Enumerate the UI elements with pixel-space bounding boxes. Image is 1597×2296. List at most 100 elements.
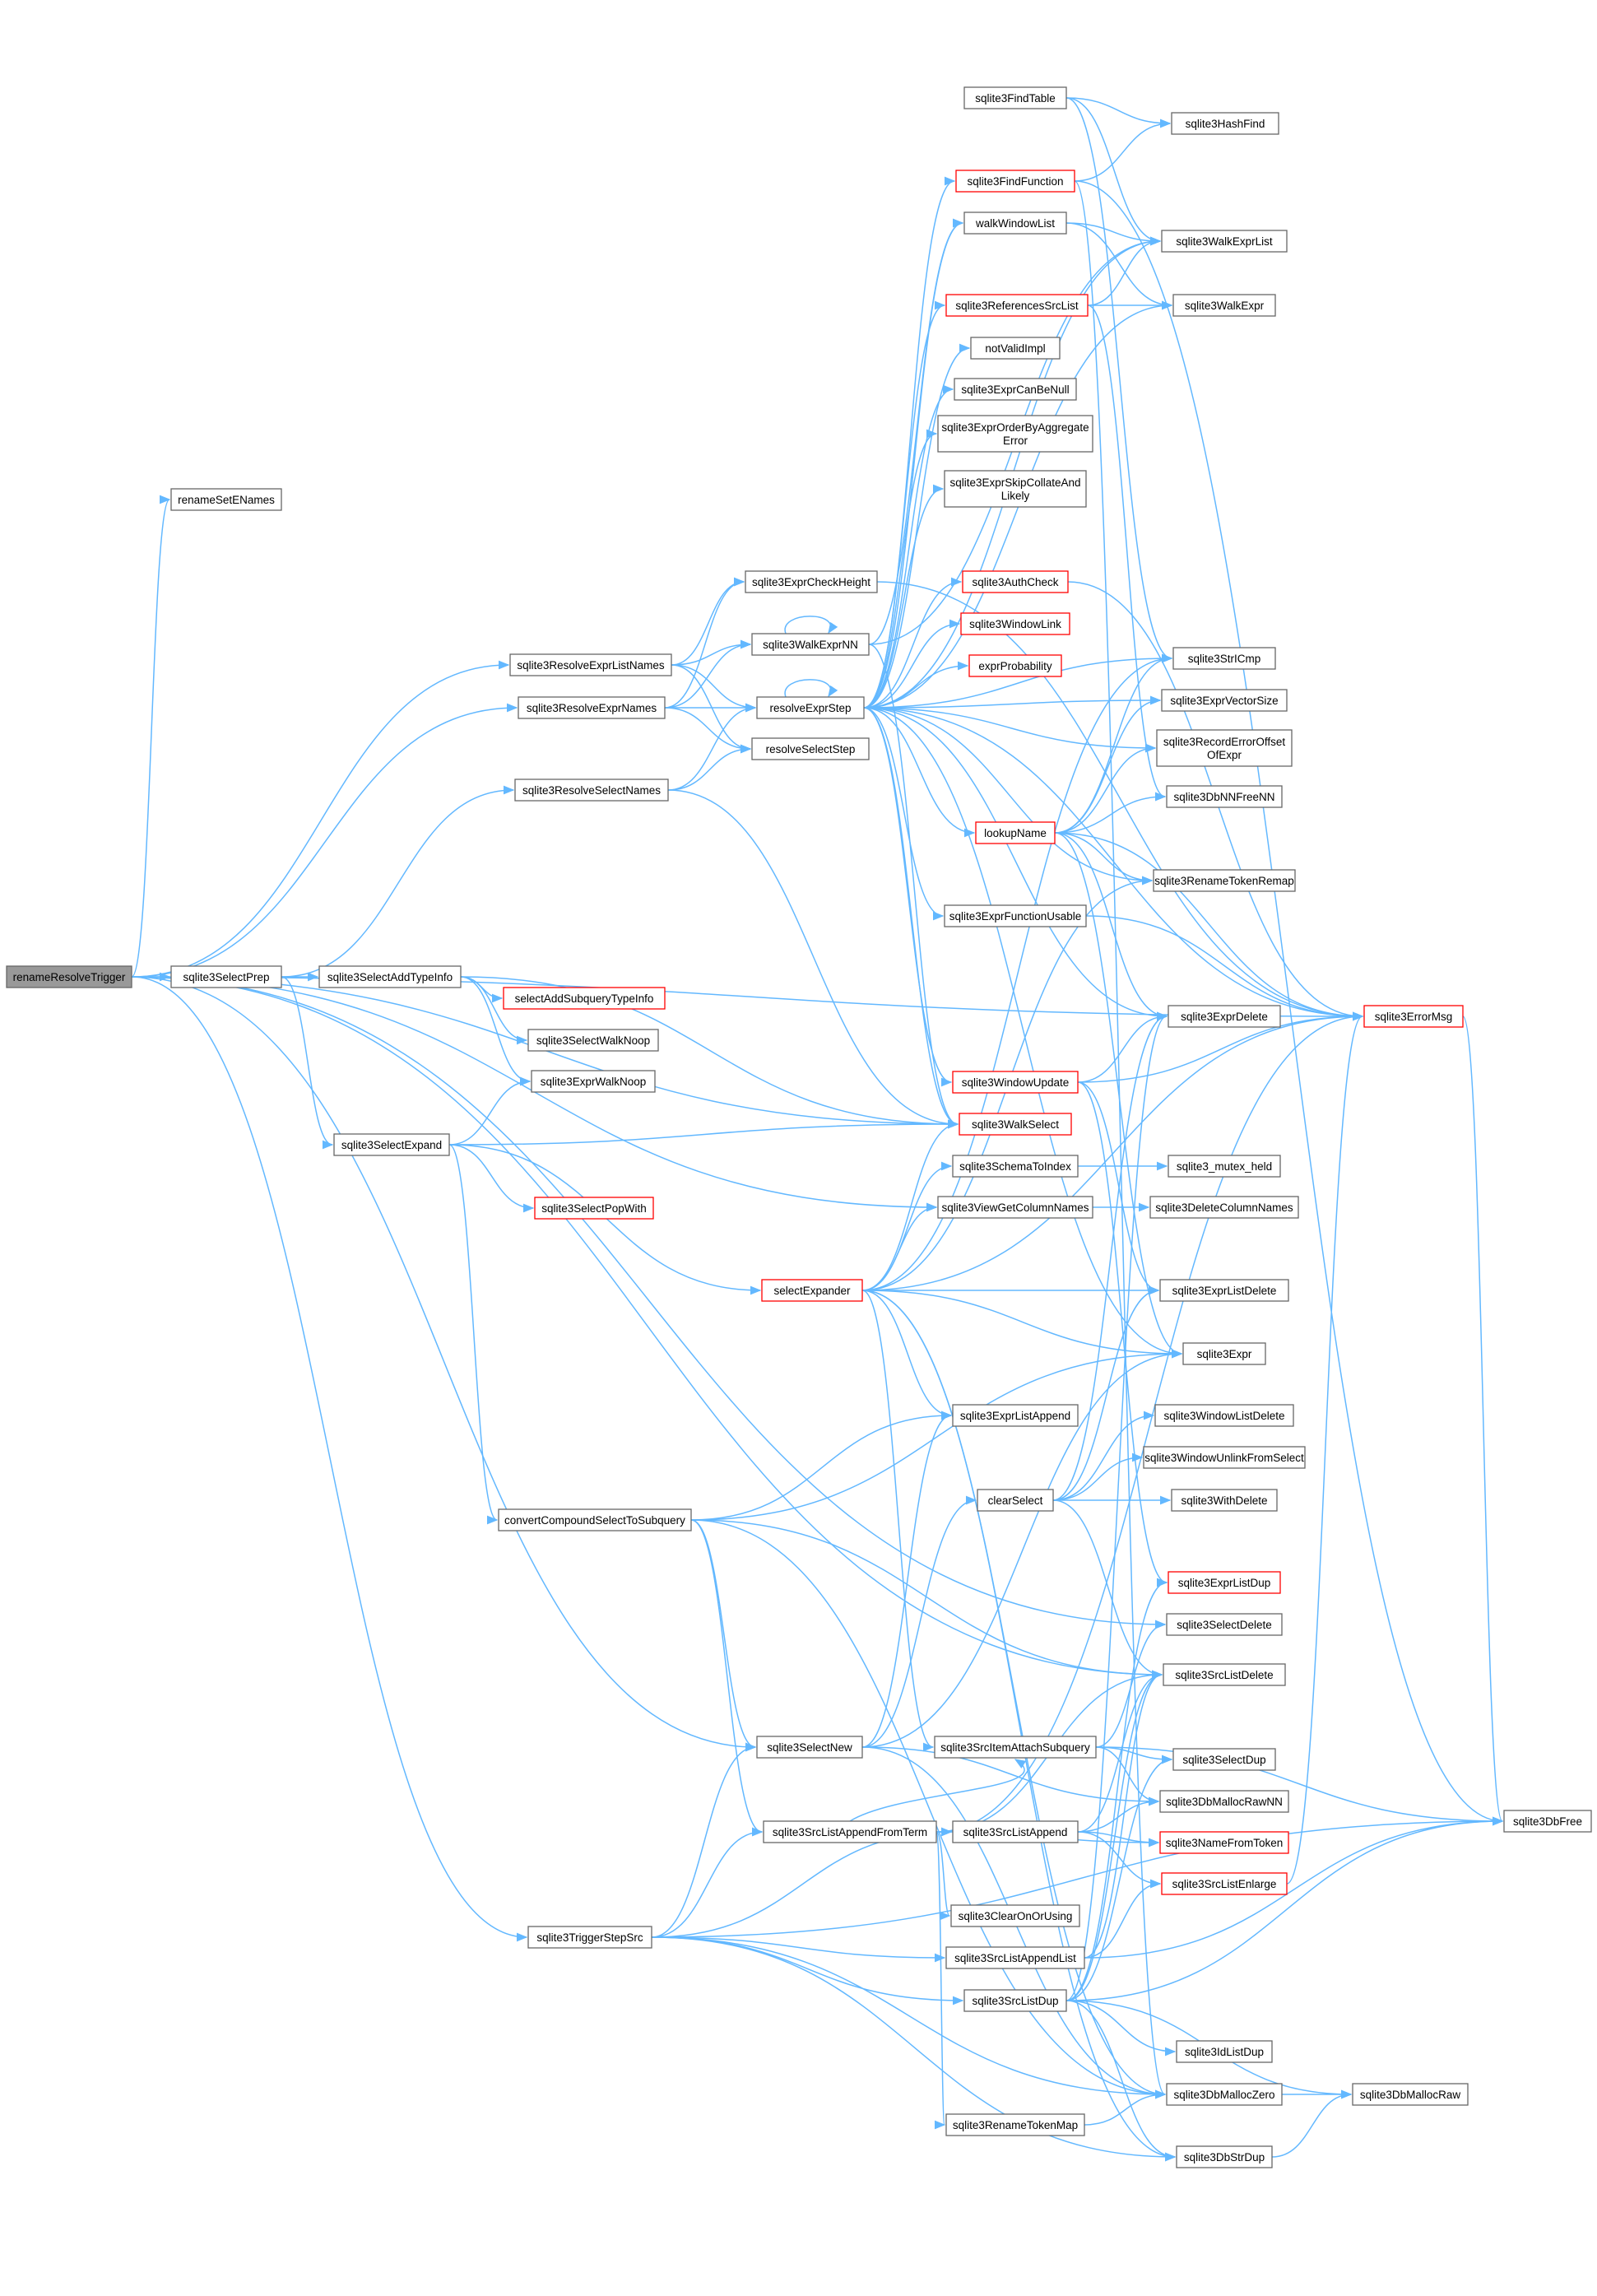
node-clear-select[interactable]: clearSelect — [977, 1489, 1054, 1512]
node-sqlite3-src-list-delete[interactable]: sqlite3SrcListDelete — [1163, 1663, 1286, 1686]
node-select-expander[interactable]: selectExpander — [761, 1279, 863, 1302]
node-sqlite3-find-function[interactable]: sqlite3FindFunction — [955, 170, 1075, 193]
edge-sqlite3-find-table-to-sqlite3-walk-expr-list — [1065, 97, 1162, 246]
node-sqlite3-str-icmp[interactable]: sqlite3StrICmp — [1172, 647, 1276, 670]
edge-lookup-name-to-sqlite3-db-nnfree-nn — [1054, 792, 1167, 834]
node-label: sqlite3ExprListDup — [1178, 1577, 1271, 1589]
node-sqlite3-delete-column-names[interactable]: sqlite3DeleteColumnNames — [1149, 1196, 1299, 1219]
edge-clear-select-to-sqlite3-window-unlink-from-select — [1052, 1452, 1144, 1501]
node-sqlite3-src-list-append-list[interactable]: sqlite3SrcListAppendList — [945, 1946, 1085, 1969]
node-sqlite3-window-link[interactable]: sqlite3WindowLink — [960, 612, 1070, 635]
node-convert-compound-select-to-subquery[interactable]: convertCompoundSelectToSubquery — [498, 1508, 692, 1531]
edge-sqlite3-src-list-append-list-to-sqlite3-db-free — [1084, 1816, 1504, 1959]
node-sqlite3-walk-expr-nn[interactable]: sqlite3WalkExprNN — [751, 633, 870, 656]
node-label: sqlite3WindowLink — [969, 618, 1061, 630]
node-sqlite3-db-str-dup[interactable]: sqlite3DbStrDup — [1176, 2145, 1273, 2168]
node-sqlite3-window-unlink-from-select[interactable]: sqlite3WindowUnlinkFromSelect — [1143, 1446, 1306, 1469]
node-rename-set-enames[interactable]: renameSetENames — [170, 488, 282, 511]
node-resolve-expr-step[interactable]: resolveExprStep — [756, 696, 865, 719]
node-sqlite3-select-dup[interactable]: sqlite3SelectDup — [1172, 1748, 1276, 1771]
edge-sqlite3-select-add-type-info-to-sqlite3-expr-walk-noop — [460, 976, 532, 1086]
node-sqlite3-select-prep[interactable]: sqlite3SelectPrep — [170, 965, 282, 988]
node-sqlite3-id-list-dup[interactable]: sqlite3IdListDup — [1176, 2040, 1273, 2063]
node-sqlite3-src-list-dup[interactable]: sqlite3SrcListDup — [963, 1989, 1067, 2012]
node-sqlite3-select-add-type-info[interactable]: sqlite3SelectAddTypeInfo — [318, 965, 462, 988]
node-sqlite3-expr-list-dup[interactable]: sqlite3ExprListDup — [1168, 1571, 1281, 1594]
node-sqlite3-select-expand[interactable]: sqlite3SelectExpand — [333, 1133, 450, 1156]
edge-sqlite3-resolve-select-names-to-resolve-expr-step — [667, 703, 757, 791]
node-label: renameSetENames — [178, 494, 275, 506]
node-sqlite3-expr-list-append[interactable]: sqlite3ExprListAppend — [952, 1404, 1079, 1427]
edge-clear-select-to-sqlite3-expr-delete — [1052, 1011, 1168, 1501]
node-sqlite3-db-nnfree-nn[interactable]: sqlite3DbNNFreeNN — [1166, 785, 1283, 808]
node-sqlite3-resolve-expr-list-names[interactable]: sqlite3ResolveExprListNames — [509, 653, 672, 676]
node-label: sqlite3ExprCanBeNull — [961, 383, 1069, 396]
node-sqlite3-schema-to-index[interactable]: sqlite3SchemaToIndex — [952, 1155, 1079, 1178]
node-sqlite3-mutex-held[interactable]: sqlite3_mutex_held — [1168, 1155, 1281, 1178]
node-walk-window-list[interactable]: walkWindowList — [963, 211, 1067, 235]
node-sqlite3-expr-list-delete[interactable]: sqlite3ExprListDelete — [1159, 1279, 1289, 1302]
node-sqlite3-select-delete[interactable]: sqlite3SelectDelete — [1166, 1613, 1283, 1636]
node-sqlite3-window-list-delete[interactable]: sqlite3WindowListDelete — [1154, 1404, 1294, 1427]
node-sqlite3-src-list-enlarge[interactable]: sqlite3SrcListEnlarge — [1161, 1872, 1288, 1895]
node-sqlite3-name-from-token[interactable]: sqlite3NameFromToken — [1159, 1831, 1289, 1854]
node-sqlite3-db-free[interactable]: sqlite3DbFree — [1503, 1810, 1592, 1833]
edge-convert-compound-select-to-subquery-to-sqlite3-src-list-append-from-term — [690, 1519, 764, 1837]
node-sqlite3-walk-select[interactable]: sqlite3WalkSelect — [959, 1113, 1072, 1136]
node-sqlite3-expr-can-be-null[interactable]: sqlite3ExprCanBeNull — [954, 378, 1077, 401]
node-box — [975, 821, 1056, 844]
node-sqlite3-expr[interactable]: sqlite3Expr — [1182, 1342, 1266, 1365]
node-box — [1143, 1446, 1306, 1469]
node-sqlite3-expr-walk-noop[interactable]: sqlite3ExprWalkNoop — [531, 1070, 656, 1093]
node-label: Likely — [1001, 490, 1030, 502]
node-sqlite3-resolve-select-names[interactable]: sqlite3ResolveSelectNames — [514, 779, 669, 802]
node-resolve-select-step[interactable]: resolveSelectStep — [751, 737, 870, 760]
node-sqlite3-with-delete[interactable]: sqlite3WithDelete — [1171, 1489, 1278, 1512]
node-sqlite3-rename-token-remap[interactable]: sqlite3RenameTokenRemap — [1153, 869, 1296, 892]
edge-sqlite3-trigger-step-src-to-sqlite3-src-list-append-list — [651, 1936, 946, 1963]
node-box — [952, 1404, 1079, 1427]
node-sqlite3-src-list-append[interactable]: sqlite3SrcListAppend — [952, 1820, 1079, 1843]
node-sqlite3-expr-function-usable[interactable]: sqlite3ExprFunctionUsable — [944, 904, 1087, 927]
node-sqlite3-walk-expr-list[interactable]: sqlite3WalkExprList — [1161, 230, 1288, 253]
node-sqlite3-select-new[interactable]: sqlite3SelectNew — [756, 1736, 863, 1759]
node-sqlite3-src-item-attach-subquery[interactable]: sqlite3SrcItemAttachSubquery — [934, 1736, 1097, 1759]
edge-lookup-name-to-sqlite3-record-error-offset-of-expr — [1054, 743, 1157, 834]
node-sqlite3-src-list-append-from-term[interactable]: sqlite3SrcListAppendFromTerm — [763, 1820, 937, 1843]
node-select-add-subquery-type-info[interactable]: selectAddSubqueryTypeInfo — [503, 987, 666, 1010]
node-sqlite3-expr-vector-size[interactable]: sqlite3ExprVectorSize — [1161, 689, 1288, 712]
node-sqlite3-references-src-list[interactable]: sqlite3ReferencesSrcList — [945, 294, 1089, 317]
edge-sqlite3-select-expand-to-sqlite3-select-pop-with — [448, 1144, 535, 1213]
node-sqlite3-hash-find[interactable]: sqlite3HashFind — [1171, 112, 1279, 135]
node-sqlite3-window-update[interactable]: sqlite3WindowUpdate — [952, 1071, 1079, 1094]
node-sqlite3-resolve-expr-names[interactable]: sqlite3ResolveExprNames — [518, 696, 666, 719]
node-label: sqlite3ExprListDelete — [1172, 1285, 1277, 1297]
node-sqlite3-expr-delete[interactable]: sqlite3ExprDelete — [1168, 1005, 1281, 1028]
node-sqlite3-rename-token-map[interactable]: sqlite3RenameTokenMap — [945, 2113, 1085, 2136]
node-sqlite3-expr-check-height[interactable]: sqlite3ExprCheckHeight — [745, 570, 878, 593]
node-rename-resolve-trigger[interactable]: renameResolveTrigger — [6, 965, 132, 988]
node-sqlite3-clear-on-or-using[interactable]: sqlite3ClearOnOrUsing — [950, 1904, 1080, 1927]
node-sqlite3-find-table[interactable]: sqlite3FindTable — [963, 86, 1067, 109]
edge-clear-select-to-sqlite3-expr-list-delete — [1052, 1285, 1160, 1501]
node-sqlite3-select-pop-with[interactable]: sqlite3SelectPopWith — [534, 1197, 654, 1220]
node-not-valid-impl[interactable]: notValidImpl — [970, 337, 1061, 360]
node-sqlite3-auth-check[interactable]: sqlite3AuthCheck — [962, 570, 1069, 593]
node-expr-probability[interactable]: exprProbability — [968, 654, 1062, 677]
node-sqlite3-db-malloc-raw[interactable]: sqlite3DbMallocRaw — [1352, 2083, 1469, 2106]
node-sqlite3-select-walk-noop[interactable]: sqlite3SelectWalkNoop — [527, 1029, 659, 1052]
node-sqlite3-walk-expr[interactable]: sqlite3WalkExpr — [1172, 294, 1276, 317]
node-label: sqlite3DbStrDup — [1184, 2151, 1265, 2164]
node-box — [952, 1155, 1079, 1178]
node-lookup-name[interactable]: lookupName — [975, 821, 1056, 844]
node-sqlite3-db-malloc-raw-nn[interactable]: sqlite3DbMallocRawNN — [1159, 1790, 1289, 1813]
node-sqlite3-trigger-step-src[interactable]: sqlite3TriggerStepSrc — [527, 1926, 652, 1949]
node-sqlite3-db-malloc-zero[interactable]: sqlite3DbMallocZero — [1166, 2083, 1283, 2106]
node-box — [333, 1133, 450, 1156]
edge-lookup-name-to-sqlite3-error-msg — [1054, 832, 1364, 1021]
node-sqlite3-error-msg[interactable]: sqlite3ErrorMsg — [1363, 1005, 1464, 1028]
node-sqlite3-view-get-column-names[interactable]: sqlite3ViewGetColumnNames — [937, 1196, 1093, 1219]
